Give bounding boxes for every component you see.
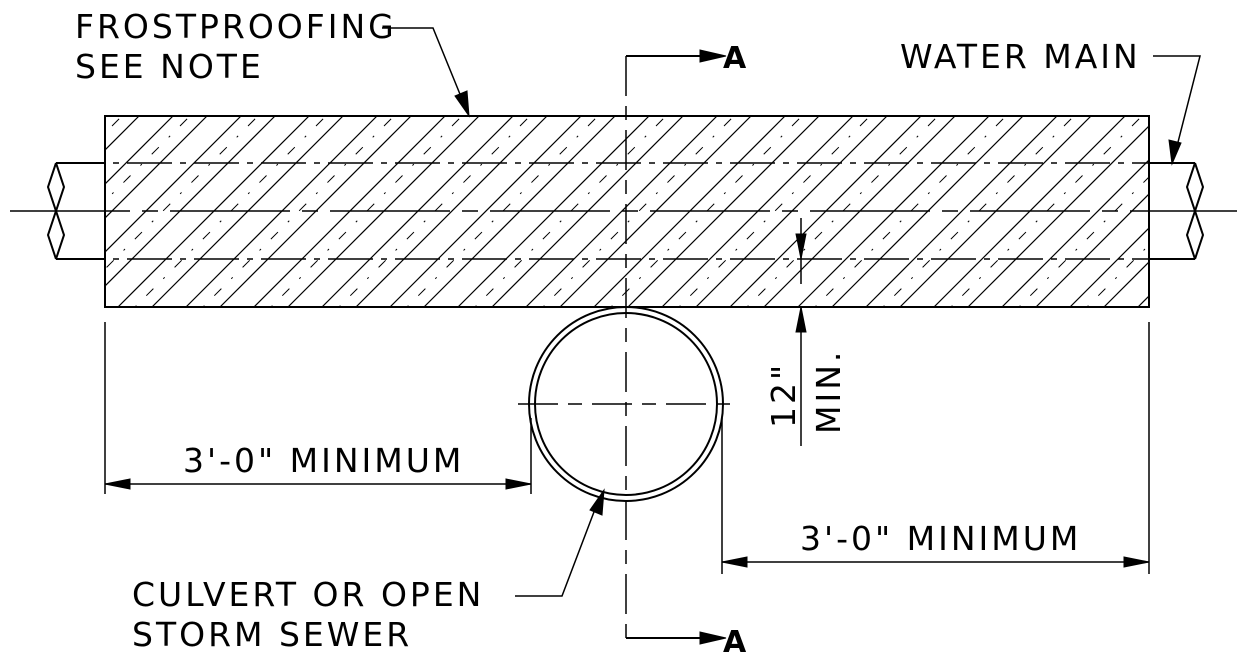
hatch-accent-line xyxy=(610,116,803,307)
culvert-label: CULVERT OR OPEN xyxy=(132,575,484,614)
hatch-line xyxy=(865,116,1058,307)
dimension-left xyxy=(104,322,532,494)
hatch-accent-line xyxy=(474,116,667,307)
hatch-line xyxy=(355,116,548,307)
clearance-value: 12" xyxy=(764,362,803,428)
section-marker-top: A xyxy=(723,41,747,76)
hatch-accent-line xyxy=(746,116,939,307)
culvert-label-line2: STORM SEWER xyxy=(132,615,412,652)
frostproofing-leader xyxy=(382,27,470,118)
dimension-left-label: 3'-0" MINIMUM xyxy=(183,441,464,480)
hatch-accent-line xyxy=(134,116,327,307)
hatch-accent-line xyxy=(406,116,599,307)
hatch-accent-line xyxy=(202,116,395,307)
hatch-accent-line xyxy=(678,116,871,307)
hatch-line xyxy=(105,116,140,151)
culvert-leader xyxy=(515,488,605,597)
clearance-dimension xyxy=(795,218,807,446)
hatch-accent-line xyxy=(814,116,1007,307)
hatch-accent-line xyxy=(105,116,191,202)
hatch-accent-line xyxy=(270,116,463,307)
hatch-line xyxy=(1001,159,1149,307)
hatch-line xyxy=(105,116,174,185)
clearance-note: MIN. xyxy=(809,349,848,434)
section-cut-line xyxy=(625,49,727,645)
frostproofing-label: FROSTPROOFING xyxy=(75,7,397,46)
hatch-line xyxy=(1103,261,1149,307)
hatch-line xyxy=(525,116,718,307)
hatch-accent-line xyxy=(338,116,531,307)
water-main-label: WATER MAIN xyxy=(900,37,1141,76)
hatch-accent-line xyxy=(882,116,1075,307)
dimension-right xyxy=(721,322,1150,574)
hatch-accent-line xyxy=(950,116,1143,307)
dimension-right-label: 3'-0" MINIMUM xyxy=(800,519,1081,558)
hatch-accent-line xyxy=(542,116,735,307)
hatch-accent-line xyxy=(105,116,259,270)
water-main-pipe xyxy=(46,162,1205,260)
hatch-line xyxy=(1069,227,1149,307)
frostproofing-note: SEE NOTE xyxy=(75,47,264,86)
section-marker-bottom: A xyxy=(723,625,747,652)
water-main-leader xyxy=(1153,55,1201,166)
hatch-line xyxy=(389,116,582,307)
